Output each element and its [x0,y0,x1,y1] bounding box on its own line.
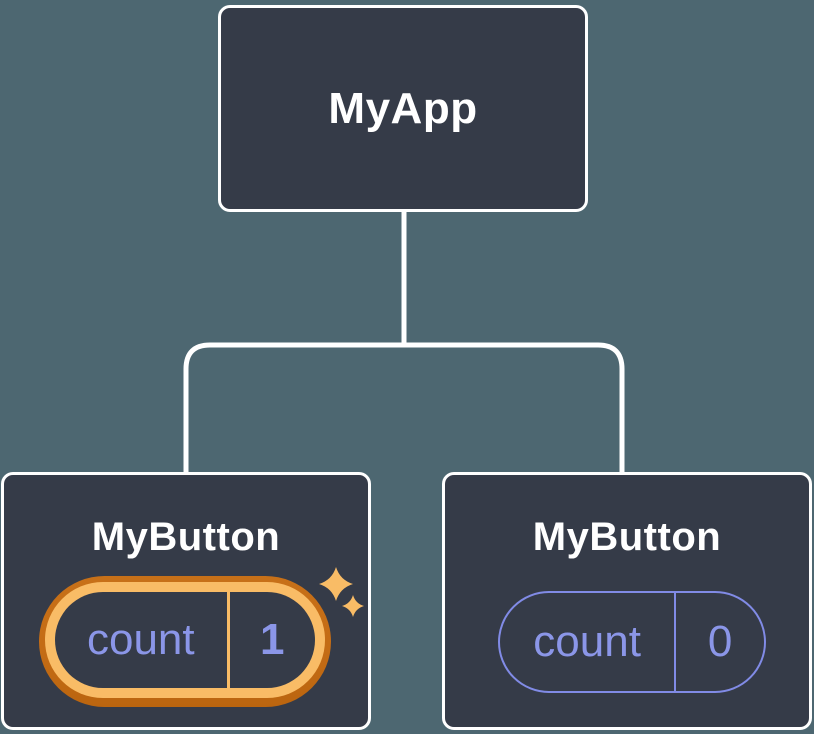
connector-bracket [183,342,625,475]
state-value: 0 [707,617,733,666]
state-key-cell: count [55,592,227,688]
node-myapp: MyApp [218,5,588,212]
node-myapp-label: MyApp [328,83,478,133]
node-mybutton-left-label: MyButton [91,515,281,559]
state-pill-plain: count 0 [498,591,766,693]
state-value-cell: 1 [230,592,315,688]
node-mybutton-right-label: MyButton [532,515,722,559]
node-mybutton-left: MyButton count 1 [1,472,371,730]
state-value-cell: 0 [676,593,764,691]
state-pill-divider [674,593,677,691]
state-pill-divider [226,592,230,688]
state-key-label: count [533,617,641,666]
state-pill-highlighted: count 1 [39,576,331,707]
state-value: 1 [260,615,285,664]
state-key-label: count [86,615,195,664]
state-pill-body: count 1 [55,592,315,688]
state-key-cell: count [500,593,674,691]
state-pill-highlight-ring: count 1 [45,582,325,698]
node-mybutton-right: MyButton count 0 [442,472,812,730]
